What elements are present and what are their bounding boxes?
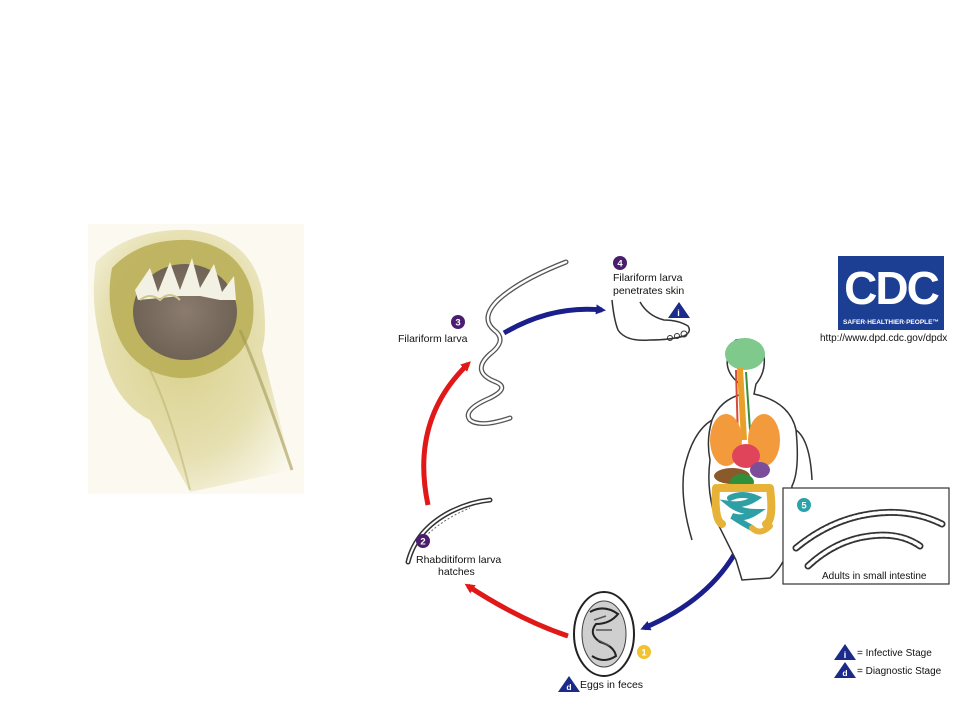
filariform-larva-drawing [465,259,569,426]
cdc-logo: CDC SAFER·HEALTHIER·PEOPLE™ [838,256,944,330]
legend-infective: i = Infective Stage [834,644,932,660]
adults-box [782,487,950,585]
stage-3-number: 3 [455,318,460,329]
human-body-drawing [682,338,813,581]
arrow-5-to-1 [640,546,741,631]
stage-5-label: Adults in small intestine [822,571,927,582]
cdc-tagline: SAFER·HEALTHIER·PEOPLE™ [843,319,939,326]
stage-1-badge: 1 [637,645,651,659]
legend-diagnostic-text: = Diagnostic Stage [857,666,942,677]
stage-badges: 1 2 3 4 5 [416,256,811,659]
stage-1-number: 1 [641,648,647,659]
stage-4-label-line1: Filariform larva [613,272,683,284]
legend: i = Infective Stage d = Diagnostic Stage [834,644,942,678]
stage-4-label-line2: penetrates skin [613,285,684,297]
stage-4-badge: 4 [613,256,627,270]
infective-stage-marker: i [668,302,690,318]
stage-1-label: Eggs in feces [580,679,643,691]
cdc-url[interactable]: http://www.dpd.cdc.gov/dpdx [820,333,947,344]
stage-2-number: 2 [420,537,425,548]
stage-5-badge: 5 [797,498,811,512]
stage-5-number: 5 [801,501,807,512]
stage-2-label-line2: hatches [438,566,475,578]
diagnostic-stage-marker: d [558,676,580,692]
arrow-2-to-3 [421,361,471,506]
stage-2-badge: 2 [416,534,430,548]
foot-drawing [611,299,691,342]
svg-text:i: i [844,650,847,660]
arrow-3-to-4 [502,304,606,336]
svg-text:i: i [677,308,680,318]
stage-3-label: Filariform larva [398,333,468,345]
svg-text:d: d [842,668,847,678]
stage-4-number: 4 [617,259,623,270]
hookworm-photo [88,224,304,494]
egg-drawing [573,591,635,677]
cdc-logo-text: CDC [844,262,938,314]
arrow-1-to-2 [464,583,569,639]
legend-diagnostic: d = Diagnostic Stage [834,662,942,678]
svg-text:d: d [566,682,571,692]
rhabditiform-larva-drawing [405,497,493,565]
stage-2-label-line1: Rhabditiform larva [416,554,501,566]
legend-infective-text: = Infective Stage [857,648,932,659]
stage-3-badge: 3 [451,315,465,329]
